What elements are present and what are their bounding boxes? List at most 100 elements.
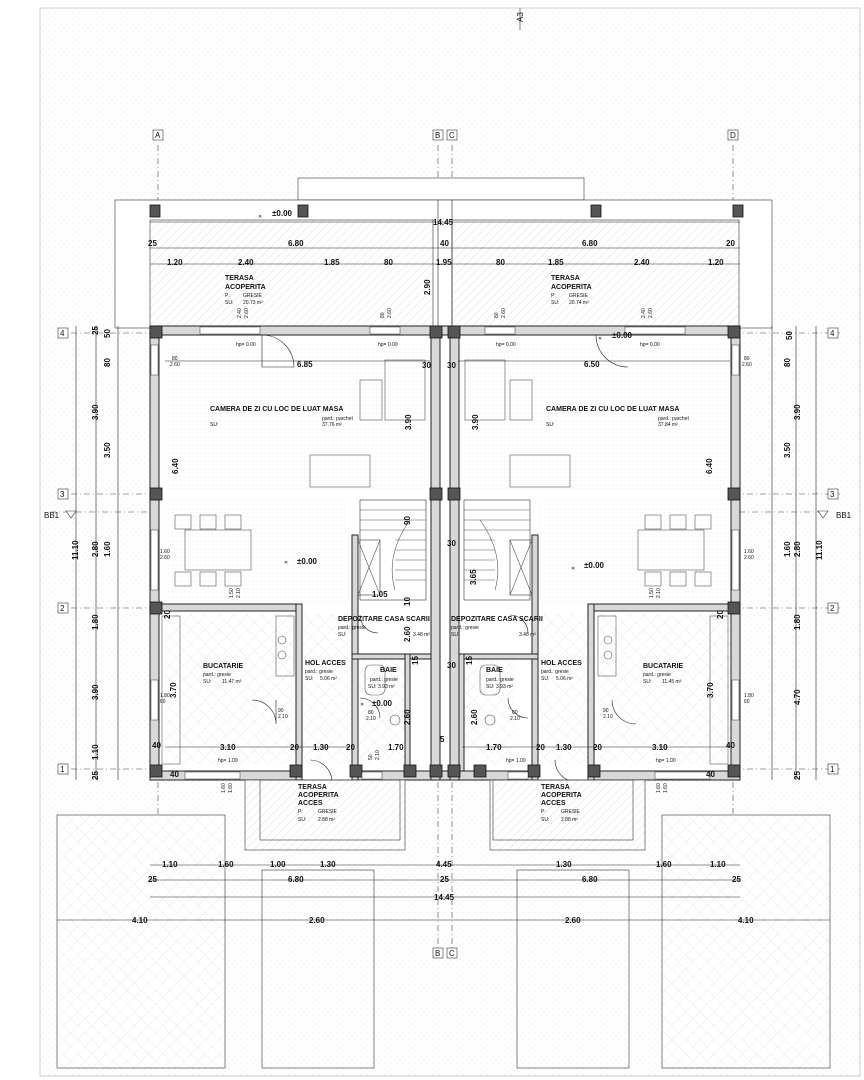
terrace-tl-name1: TERASA	[225, 275, 254, 282]
dim-right-s1: 3.90	[793, 404, 802, 420]
svg-text:✕: ✕	[284, 560, 288, 566]
bath-left-su: SU:	[368, 684, 376, 690]
entry-right-p: P:	[541, 809, 546, 815]
axis-b-top: B	[435, 131, 440, 140]
living-left-su: SU:	[210, 422, 218, 428]
staircase	[357, 499, 533, 601]
axis-b-bottom: B	[435, 949, 440, 958]
entry-right-pv: GRESIE	[561, 809, 581, 815]
entry-left-label: TERASA ACOPERITA ACCES P: GRESIE SU: 2.8…	[298, 784, 339, 823]
bath-left-suv: 3.93 m²	[378, 684, 395, 690]
win-t2: 2.60	[648, 308, 654, 318]
entry-right-su: SU:	[541, 817, 549, 823]
terrace-tl-su: SU:	[225, 300, 233, 306]
win-n1: 1.60	[656, 783, 662, 793]
dim-left-outer: 11.10	[71, 540, 80, 560]
dim-right-i0: 80	[783, 358, 792, 367]
axis-4-right: 4	[830, 329, 835, 338]
living-right-name: CAMERA DE ZI CU LOC DE LUAT MASA	[546, 406, 679, 413]
top-dimensions: 14.45 25 6.80 40 6.80 20 1.20 2.40 1.85 …	[148, 218, 740, 295]
dim-stairs-h: 3.65	[469, 569, 478, 585]
parking-right	[661, 814, 831, 1069]
axis-a-top: A	[155, 131, 161, 140]
win-h2: 2.10	[603, 714, 613, 720]
dim-right-i2: 1.60	[783, 541, 792, 557]
level-top-right: ±0.00	[612, 331, 633, 340]
entry-left-p: P:	[298, 809, 303, 815]
storage-left-label: DEPOZITARE CASA SCARII pard.: gresie SU:…	[338, 616, 430, 638]
dim-wall-20-e: 20	[536, 743, 545, 752]
entry-right-name3: ACCES	[541, 800, 566, 807]
dim-right-s5: 25	[793, 771, 802, 780]
dim-kitchen-w-left: 3.10	[220, 743, 236, 752]
win-b1: 80	[744, 356, 750, 362]
storage-right-suv: 3.48 m²	[519, 632, 536, 638]
terrace-top-right	[451, 219, 740, 329]
dim-stairs-w: 1.05	[372, 590, 388, 599]
dim-wall-20-d: 20	[346, 743, 355, 752]
entry-right-name1: TERASA	[541, 784, 570, 791]
dim-bot-r1-7: 1.10	[710, 860, 726, 869]
dim-left-i0: 50	[103, 329, 112, 338]
svg-text:✕: ✕	[258, 214, 262, 220]
dim-right-outer: 11.10	[815, 540, 824, 560]
dim-bot-r2-4: 25	[732, 875, 741, 884]
entry-left-name3: ACCES	[298, 800, 323, 807]
axis-4-left: 4	[60, 329, 65, 338]
entry-left-name2: ACOPERITA	[298, 792, 339, 799]
dim-right-i1: 3.50	[783, 442, 792, 458]
dim-kitchen-h-left: 3.70	[169, 682, 178, 698]
win-k1: 1.50	[229, 588, 235, 598]
columns	[149, 325, 741, 778]
win-d2: 2.60	[744, 555, 754, 561]
win-n2: 1.60	[663, 783, 669, 793]
dim-wall-30-b: 30	[447, 361, 456, 370]
bath-right-label: BAIE pard.: gresie SU: 3.93 m²	[486, 667, 514, 690]
bottom-dimensions: 1.10 1.60 1.00 1.30 4.45 1.30 1.60 1.10 …	[57, 860, 830, 925]
section-label-right: BB1	[836, 511, 852, 520]
terrace-tr-su: SU:	[551, 300, 559, 306]
kitchen-right-pard: pard.: gresie	[643, 672, 671, 678]
hp-right-2: hp= 0.00	[640, 342, 660, 348]
dim-top-r2-4: 1.95	[436, 258, 452, 267]
level-living-right: ±0.00	[584, 561, 605, 570]
dim-left-i2: 1.60	[103, 541, 112, 557]
level-top: ±0.00	[272, 209, 293, 218]
kitchen-right-label: BUCATARIE pard.: gresie SU: 11.45 m²	[643, 663, 684, 685]
dim-wall-20-b: 20	[716, 610, 725, 619]
dim-wall-30-d: 30	[447, 661, 456, 670]
kitchen-left-label: BUCATARIE pard.: gresie SU: 11.47 m²	[203, 663, 244, 685]
dim-90-stairs: 90	[403, 516, 412, 525]
svg-text:✕: ✕	[360, 702, 364, 708]
hp-left-1: hp= 0.00	[236, 342, 256, 348]
terrace-tl-suv: 20.73 m²	[243, 300, 263, 306]
dim-kitchen-h-right: 3.70	[706, 682, 715, 698]
win-t1: 2.40	[641, 308, 647, 318]
dim-wall-40-c: 40	[170, 770, 179, 779]
sheet-label: A3	[516, 12, 525, 22]
win-l2: 2.10	[656, 588, 662, 598]
storage-right-pard: pard.: gresie	[451, 625, 479, 631]
dim-wall-30-a: 30	[422, 361, 431, 370]
dim-wall-20-c: 20	[290, 743, 299, 752]
terrace-tr-pv: GRESIE	[569, 293, 589, 299]
hall-right-label: HOL ACCES pard.: gresie SU: 5.06 m²	[541, 660, 582, 682]
dim-bath-h-left-top: 2.60	[403, 626, 412, 642]
interior-dimensions: 6.85 6.50 3.90 3.90 6.40 6.40 3.65 30 30…	[152, 360, 735, 779]
terrace-top-left-label: TERASA ACOPERITA P: GRESIE SU: 20.73 m²	[225, 275, 266, 306]
dim-top-r2-3: 80	[384, 258, 393, 267]
storage-right-label: DEPOZITARE CASA SCARII pard.: gresie SU:…	[451, 616, 543, 638]
dim-left-s4: 1.80	[91, 614, 100, 630]
dim-bot-r3-1: 2.60	[309, 916, 325, 925]
win-r1: 80	[494, 312, 500, 318]
dim-left-s0: 25	[91, 326, 100, 335]
dim-right-s2: 2.80	[793, 541, 802, 557]
axis-2-left: 2	[60, 604, 65, 613]
entry-left-pv: GRESIE	[318, 809, 338, 815]
win-e1: 1.80	[160, 693, 170, 699]
storage-left-suv: 3.48 m²	[413, 632, 430, 638]
axis-c-top: C	[449, 131, 455, 140]
hall-left-label: HOL ACCES pard.: gresie SU: 5.06 m²	[305, 660, 346, 682]
win-a1: 80	[172, 356, 178, 362]
